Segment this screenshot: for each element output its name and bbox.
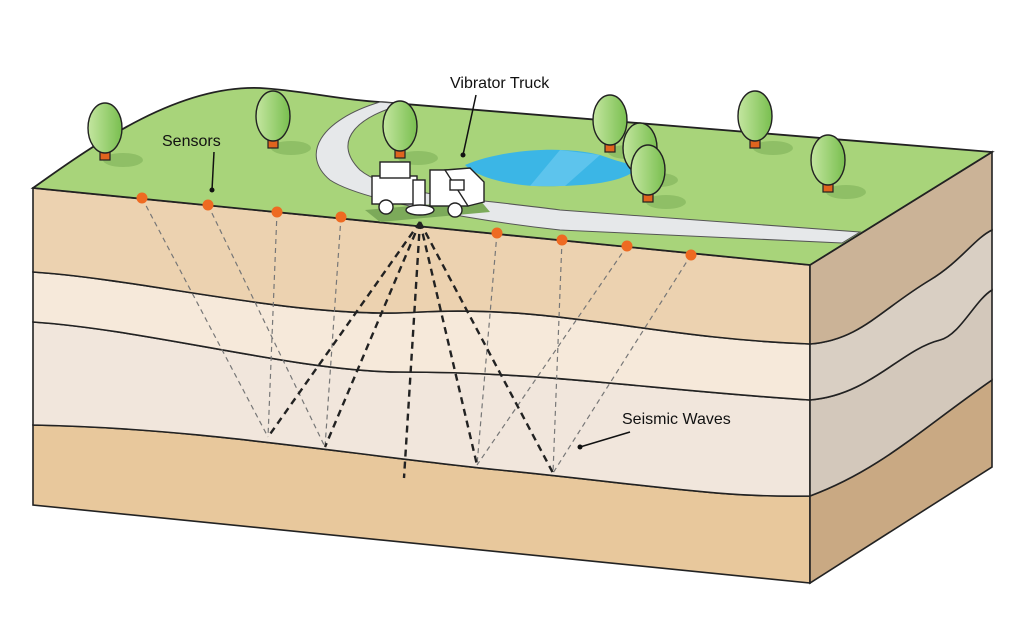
vibrator-truck — [365, 161, 490, 222]
sensor-dot — [556, 234, 568, 246]
sensor-dot — [621, 240, 633, 252]
vibrator-truck-label: Vibrator Truck — [450, 75, 550, 92]
source-wave-path — [267, 221, 421, 438]
source-wave-path — [402, 221, 422, 479]
sensor-dot — [685, 249, 697, 261]
tree — [810, 134, 866, 199]
front-face — [32, 187, 811, 584]
sensors-label: Sensors — [162, 133, 221, 150]
seismic-wave-paths — [141, 197, 692, 479]
tree — [382, 100, 438, 165]
sensor-dot — [271, 206, 283, 218]
layer-1 — [32, 187, 811, 345]
reflected-wave-path — [267, 211, 278, 438]
tree — [737, 90, 793, 155]
label-sensors: Sensors — [162, 133, 221, 193]
sensor-dot — [136, 192, 148, 204]
reflected-wave-path — [552, 239, 563, 474]
seismic-waves-label: Seismic Waves — [622, 411, 731, 428]
tree — [255, 90, 311, 155]
reflected-wave-path — [476, 232, 498, 466]
source-wave-path — [418, 221, 479, 466]
reflected-wave-path — [552, 254, 692, 474]
source-wave-path — [323, 221, 422, 448]
tree — [87, 102, 143, 167]
sensor-dot — [202, 199, 214, 211]
sensor-dot — [335, 211, 347, 223]
label-seismic-waves: Seismic Waves — [577, 411, 731, 450]
reflected-wave-path — [324, 216, 342, 448]
tree — [630, 144, 686, 209]
sensor-dot — [491, 227, 503, 239]
right-face — [809, 150, 993, 585]
reflected-wave-path — [141, 197, 269, 438]
label-vibrator-truck: Vibrator Truck — [450, 75, 550, 158]
trees — [87, 90, 866, 209]
sensors — [136, 192, 697, 261]
